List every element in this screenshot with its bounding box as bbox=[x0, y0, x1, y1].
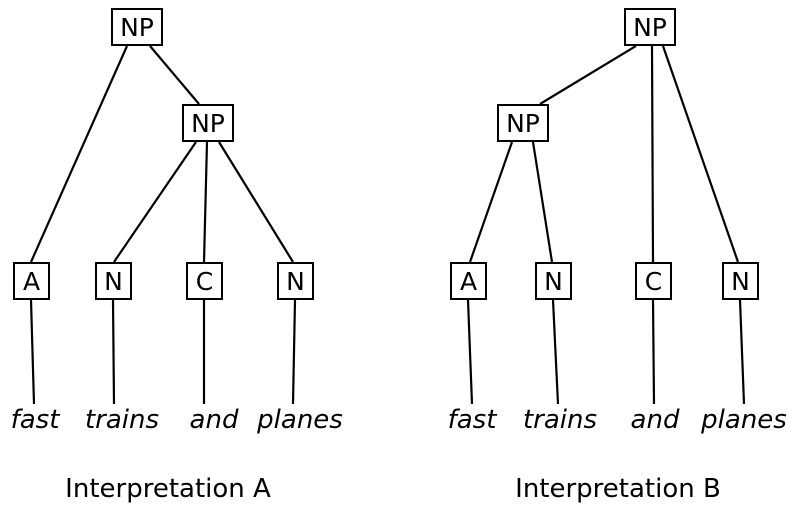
edge-b-a-to-fast bbox=[466, 299, 474, 405]
tree-b-leaf-n2-node: N bbox=[722, 262, 759, 300]
tree-a-word-and: and bbox=[189, 405, 239, 435]
edge-a-n-to-trains bbox=[111, 299, 116, 405]
edge-b-c-to-and bbox=[651, 299, 656, 405]
edge-a-root-to-inner-np bbox=[149, 45, 200, 105]
tree-a-root-np-node: NP bbox=[111, 8, 163, 46]
tree-b-word-trains: trains bbox=[522, 405, 598, 435]
edge-b-root-to-c-and bbox=[650, 45, 655, 263]
tree-a-caption: Interpretation A bbox=[65, 474, 271, 504]
tree-a-leaf-n2-node: N bbox=[277, 262, 314, 300]
tree-a-word-trains: trains bbox=[84, 405, 160, 435]
tree-a-leaf-a-node: A bbox=[13, 262, 50, 300]
edge-b-root-to-inner-np bbox=[539, 45, 637, 105]
tree-b-word-planes: planes bbox=[701, 405, 787, 435]
tree-b-leaf-a-node: A bbox=[450, 262, 487, 300]
tree-a-inner-np-node: NP bbox=[182, 104, 234, 142]
tree-a-word-fast: fast bbox=[10, 405, 60, 435]
edge-a-n-to-planes bbox=[291, 299, 297, 405]
edge-a-root-to-a-leaf bbox=[29, 45, 129, 263]
tree-b-caption: Interpretation B bbox=[515, 474, 721, 504]
tree-b-leaf-c-node: C bbox=[635, 262, 672, 300]
tree-b-word-and: and bbox=[630, 405, 680, 435]
tree-a-leaf-c-node: C bbox=[186, 262, 223, 300]
edge-a-inner-to-n-planes bbox=[218, 141, 294, 263]
edge-a-a-to-fast bbox=[29, 299, 36, 405]
edge-a-inner-to-n-trains bbox=[113, 141, 197, 263]
tree-b-leaf-n1-node: N bbox=[535, 262, 572, 300]
edge-a-inner-to-c-and bbox=[202, 141, 209, 263]
tree-a-leaf-n1-node: N bbox=[95, 262, 132, 300]
edge-b-root-to-n-planes bbox=[661, 45, 740, 263]
tree-b-inner-np-node: NP bbox=[497, 104, 549, 142]
tree-b-root-np-node: NP bbox=[624, 8, 676, 46]
edge-b-n-to-planes bbox=[738, 299, 746, 405]
edge-b-n-to-trains bbox=[551, 299, 560, 405]
tree-a-word-planes: planes bbox=[257, 405, 343, 435]
edge-b-inner-to-a-fast bbox=[468, 141, 514, 263]
tree-b-word-fast: fast bbox=[447, 405, 497, 435]
edge-b-inner-to-n-trains bbox=[531, 141, 554, 263]
